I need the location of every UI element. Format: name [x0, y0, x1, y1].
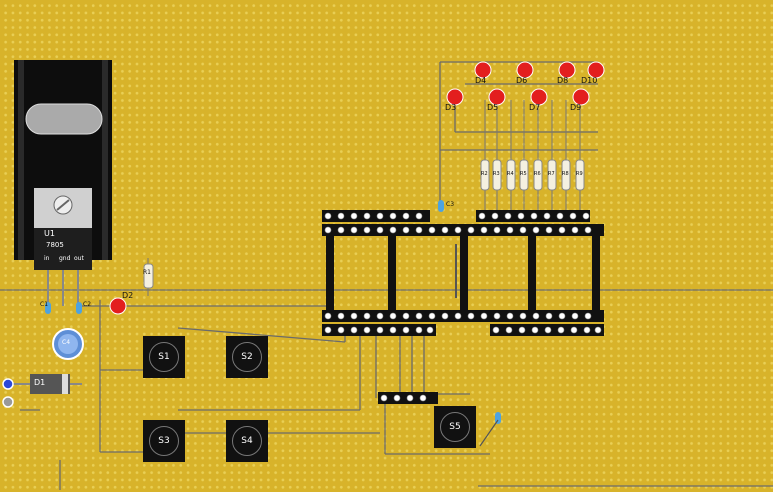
capacitor-bodies: [45, 200, 501, 447]
resistor-r1-label: R1: [143, 269, 151, 276]
led-resistor-leads: [484, 100, 581, 216]
led-d5-label: D5: [487, 103, 499, 112]
led-d3-label: D3: [445, 103, 457, 112]
resistor-r4-label: R4: [507, 171, 514, 177]
resistor-r2-label: R2: [481, 171, 488, 177]
switch-s2[interactable]: S2: [226, 336, 268, 378]
cap-c3-label: C3: [446, 201, 455, 208]
resistor-r3-label: R3: [493, 171, 500, 177]
switch-s4-label: S4: [241, 436, 253, 446]
regulator-heatsink: [14, 60, 112, 306]
led-d7-label: D7: [529, 103, 541, 112]
diode-body: [2, 374, 82, 408]
cap-c1-label: C1: [40, 301, 49, 308]
regulator-ref: U1: [44, 229, 55, 238]
led-d6-label: D6: [516, 76, 528, 85]
switch-s5[interactable]: S5: [434, 406, 476, 448]
resistor-r1-body: [143, 258, 154, 296]
switch-s3-label: S3: [158, 436, 170, 446]
wires: [0, 61, 773, 490]
diode-label: D1: [34, 378, 46, 387]
regulator-pin-out: out: [74, 255, 84, 262]
regulator-pin-in: in: [44, 255, 50, 262]
resistor-r6-label: R6: [534, 171, 541, 177]
switch-s1[interactable]: S1: [143, 336, 185, 378]
header-pins: [324, 212, 602, 402]
switch-s5-label: S5: [449, 422, 461, 432]
resistor-r5-label: R5: [520, 171, 527, 177]
led-d10-label: D10: [581, 76, 598, 85]
switch-s3[interactable]: S3: [143, 420, 185, 462]
regulator-part: 7805: [46, 241, 64, 249]
led-d9-label: D9: [570, 103, 582, 112]
resistor-bank-bodies: [480, 159, 585, 191]
resistor-r8-label: R8: [562, 171, 569, 177]
switch-s4[interactable]: S4: [226, 420, 268, 462]
electrolytic-label: C4: [62, 339, 71, 346]
cap-c2-label: C2: [83, 301, 92, 308]
led-d4-label: D4: [475, 76, 487, 85]
regulator-pin-gnd: gnd: [59, 255, 71, 262]
switch-s1-label: S1: [158, 352, 170, 362]
ic-socket-bars: [326, 236, 600, 310]
power-led-label: D2: [122, 291, 134, 300]
resistor-r9-label: R9: [576, 171, 583, 177]
resistor-r7-label: R7: [548, 171, 555, 177]
switch-s2-label: S2: [241, 352, 253, 362]
led-d8-label: D8: [557, 76, 569, 85]
led-bodies: [109, 61, 605, 315]
